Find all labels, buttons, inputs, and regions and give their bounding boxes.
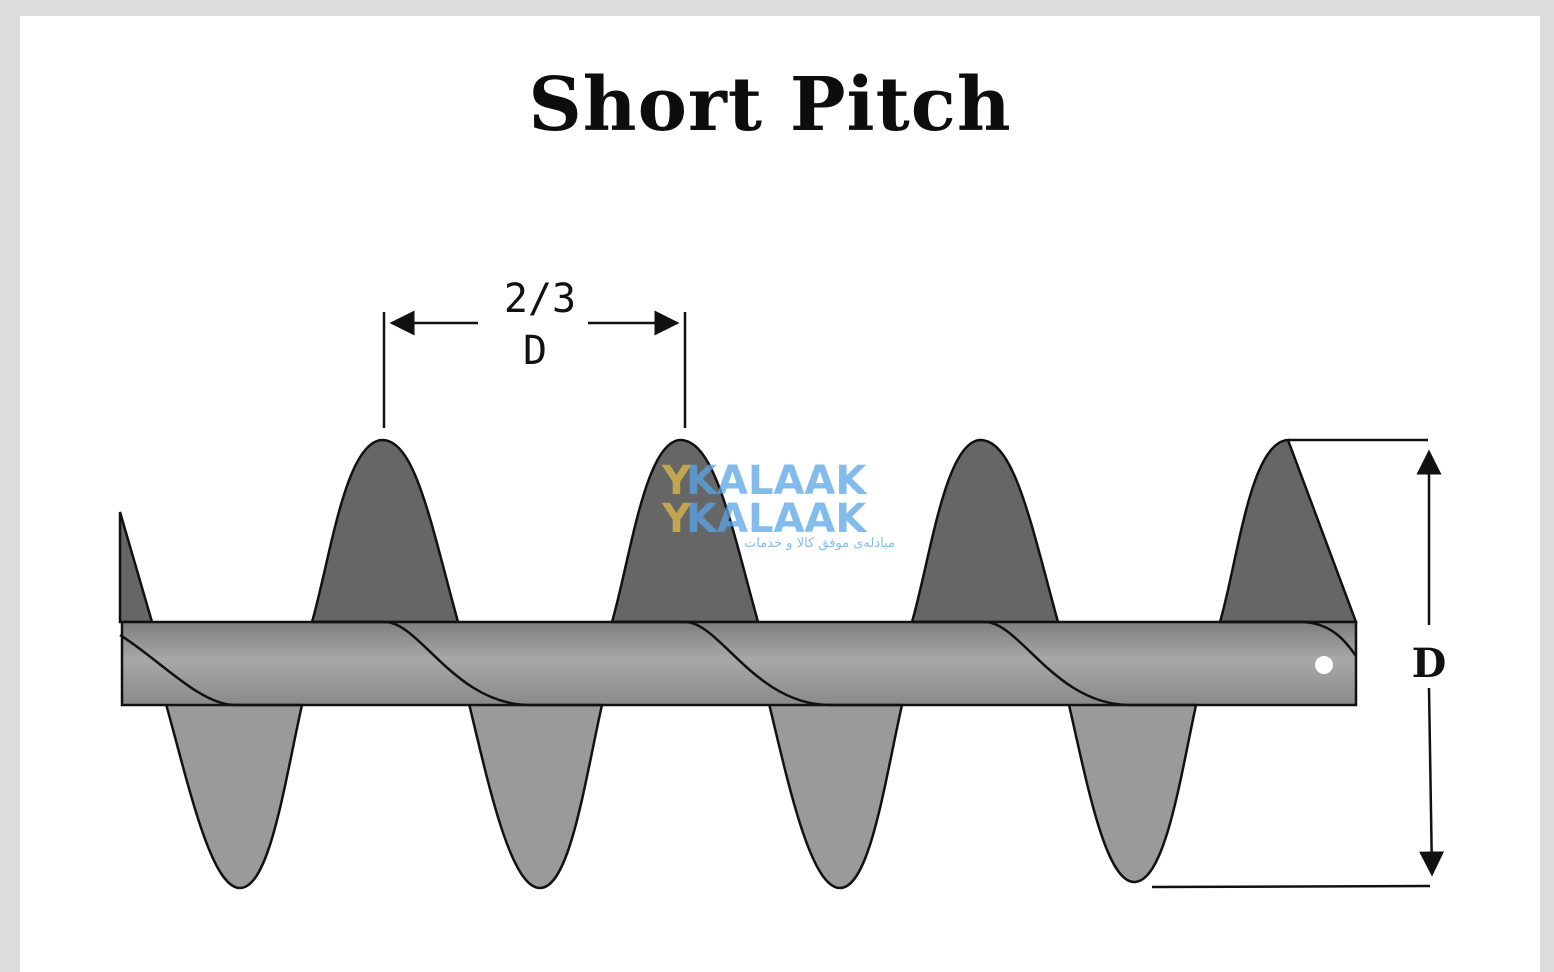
lower-flight-2 <box>456 658 604 890</box>
pitch-dimension: 2/3 D <box>382 276 687 428</box>
shaft-end-hole <box>1315 656 1333 674</box>
upper-flight-2 <box>610 438 760 624</box>
upper-flight-4 <box>1218 438 1358 624</box>
diameter-label: D <box>1412 640 1447 687</box>
pitch-label-fraction: 2/3 <box>504 276 576 322</box>
pitch-label-d: D <box>523 328 547 374</box>
lower-flight-3 <box>756 658 904 890</box>
diameter-dimension: D <box>1151 438 1447 889</box>
upper-flight-1 <box>310 438 460 624</box>
shaft <box>119 620 1358 707</box>
left-end-flight <box>118 511 154 624</box>
lower-flights <box>147 647 1198 890</box>
watermark-logo: Y KALAAK Y KALAAK مبادله‌ی موفق کالا و خ… <box>661 458 895 551</box>
svg-text:Y: Y <box>661 496 692 542</box>
svg-text:Y: Y <box>661 458 692 504</box>
diameter-arrow-down <box>1419 687 1445 877</box>
upper-flight-3 <box>910 438 1060 624</box>
diagram-title: Short Pitch <box>528 62 1012 148</box>
svg-text:KALAAK: KALAAK <box>686 496 868 542</box>
svg-text:KALAAK: KALAAK <box>686 458 868 504</box>
lower-flight-1 <box>147 647 304 890</box>
svg-text:مبادله‌ی موفق کالا و خدمات: مبادله‌ی موفق کالا و خدمات <box>744 536 895 551</box>
lower-flight-4 <box>1056 658 1198 884</box>
upper-flights <box>310 438 1358 624</box>
